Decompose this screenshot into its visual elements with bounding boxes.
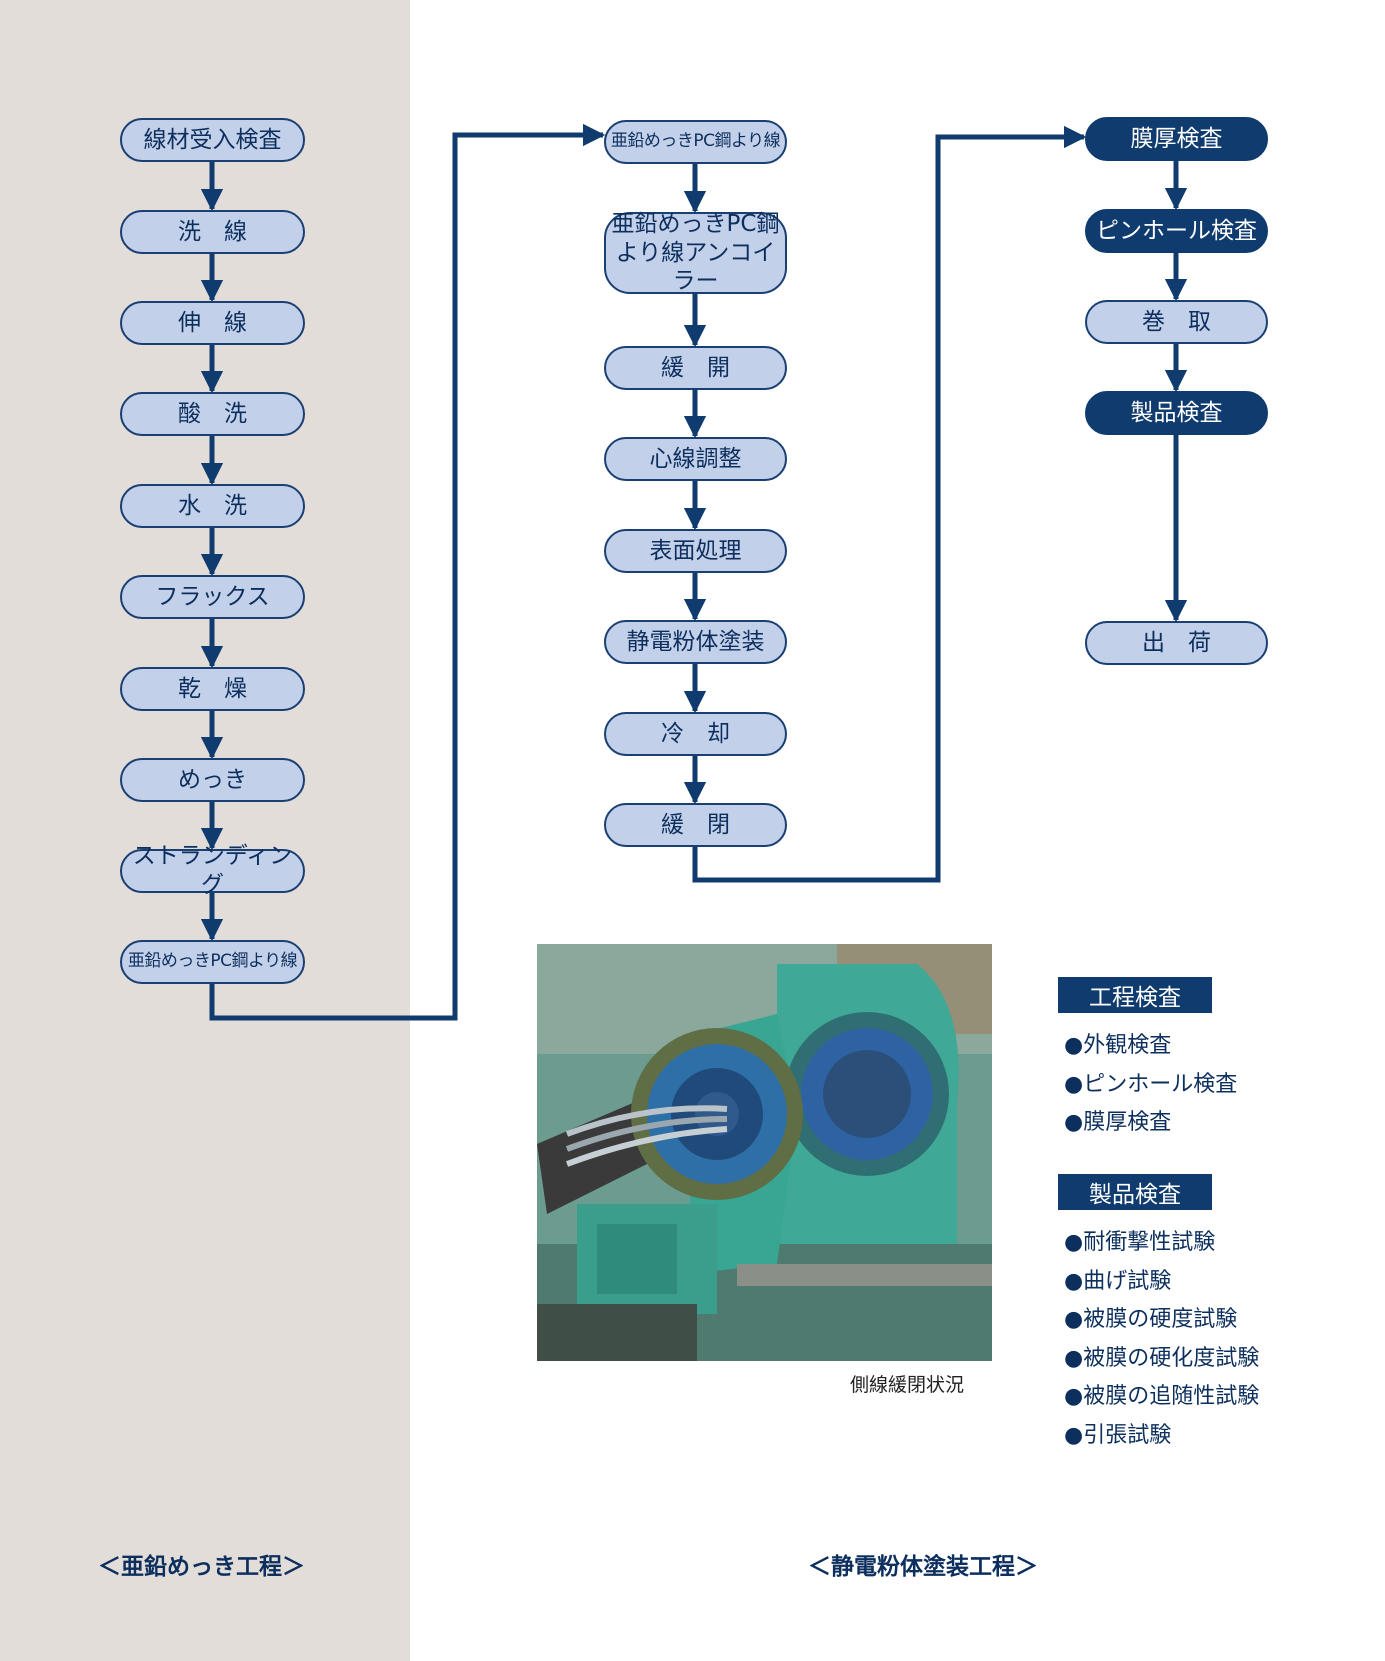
flow-step: 表面処理 xyxy=(604,529,787,573)
flow-step: 亜鉛めっきPC鋼 より線アンコイラー xyxy=(604,211,787,294)
list-item: ●被膜の硬度試験 xyxy=(1064,1307,1238,1332)
list-item: ●被膜の追随性試験 xyxy=(1064,1384,1260,1409)
list-item: ●曲げ試験 xyxy=(1064,1268,1172,1294)
flow-step: ストランディング xyxy=(120,843,305,898)
flow-step: ピンホール検査 xyxy=(1085,209,1268,253)
flow-step: 緩 閉 xyxy=(604,803,787,847)
flow-step: 冷 却 xyxy=(604,712,787,756)
flow-step: 静電粉体塗装 xyxy=(604,620,787,664)
flow-connector-col1-to-col2 xyxy=(209,123,606,1021)
flow-step: 線材受入検査 xyxy=(120,118,305,162)
flow-step: 出 荷 xyxy=(1085,621,1268,665)
list-item: ●耐衝撃性試験 xyxy=(1064,1230,1216,1255)
process-inspection-header: 工程検査 xyxy=(1058,977,1212,1013)
flow-step: 亜鉛めっきPC鋼より線 xyxy=(120,940,305,984)
flow-step: 伸 線 xyxy=(120,301,305,345)
flow-step: 製品検査 xyxy=(1085,391,1268,435)
flow-step: 乾 燥 xyxy=(120,667,305,711)
list-item: ●膜厚検査 xyxy=(1064,1110,1172,1135)
flow-step: 緩 開 xyxy=(604,346,787,390)
list-item: ●外観検査 xyxy=(1064,1033,1172,1058)
product-inspection-header: 製品検査 xyxy=(1058,1174,1212,1210)
flow-step: 洗 線 xyxy=(120,210,305,254)
flow-step: めっき xyxy=(120,758,305,802)
process-inspection-list: ●外観検査 ●ピンホール検査 ●膜厚検査 xyxy=(1064,1027,1237,1143)
flow-step: 膜厚検査 xyxy=(1085,117,1268,161)
product-inspection-list: ●耐衝撃性試験 ●曲げ試験 ●被膜の硬度試験 ●被膜の硬化度試験 ●被膜の追随性… xyxy=(1064,1224,1259,1455)
photo-caption: 側線緩閉状況 xyxy=(850,1374,965,1396)
list-item: ●被膜の硬化度試験 xyxy=(1064,1345,1260,1371)
machine-photo xyxy=(537,944,992,1361)
flow-step: 水 洗 xyxy=(120,484,305,528)
flow-step: 巻 取 xyxy=(1085,300,1268,344)
list-item: ●ピンホール検査 xyxy=(1064,1071,1238,1097)
flow-step: フラックス xyxy=(120,575,305,619)
list-item: ●引張試験 xyxy=(1064,1422,1172,1448)
powder-coating-process-label: ＜静電粉体塗装工程＞ xyxy=(808,1554,1038,1580)
flow-connector-col2-to-col3 xyxy=(692,125,1087,883)
flow-step: 亜鉛めっきPC鋼より線 xyxy=(604,120,787,164)
zinc-plating-process-label: ＜亜鉛めっき工程＞ xyxy=(98,1554,305,1580)
flow-step: 酸 洗 xyxy=(120,392,305,436)
flow-step: 心線調整 xyxy=(604,437,787,481)
